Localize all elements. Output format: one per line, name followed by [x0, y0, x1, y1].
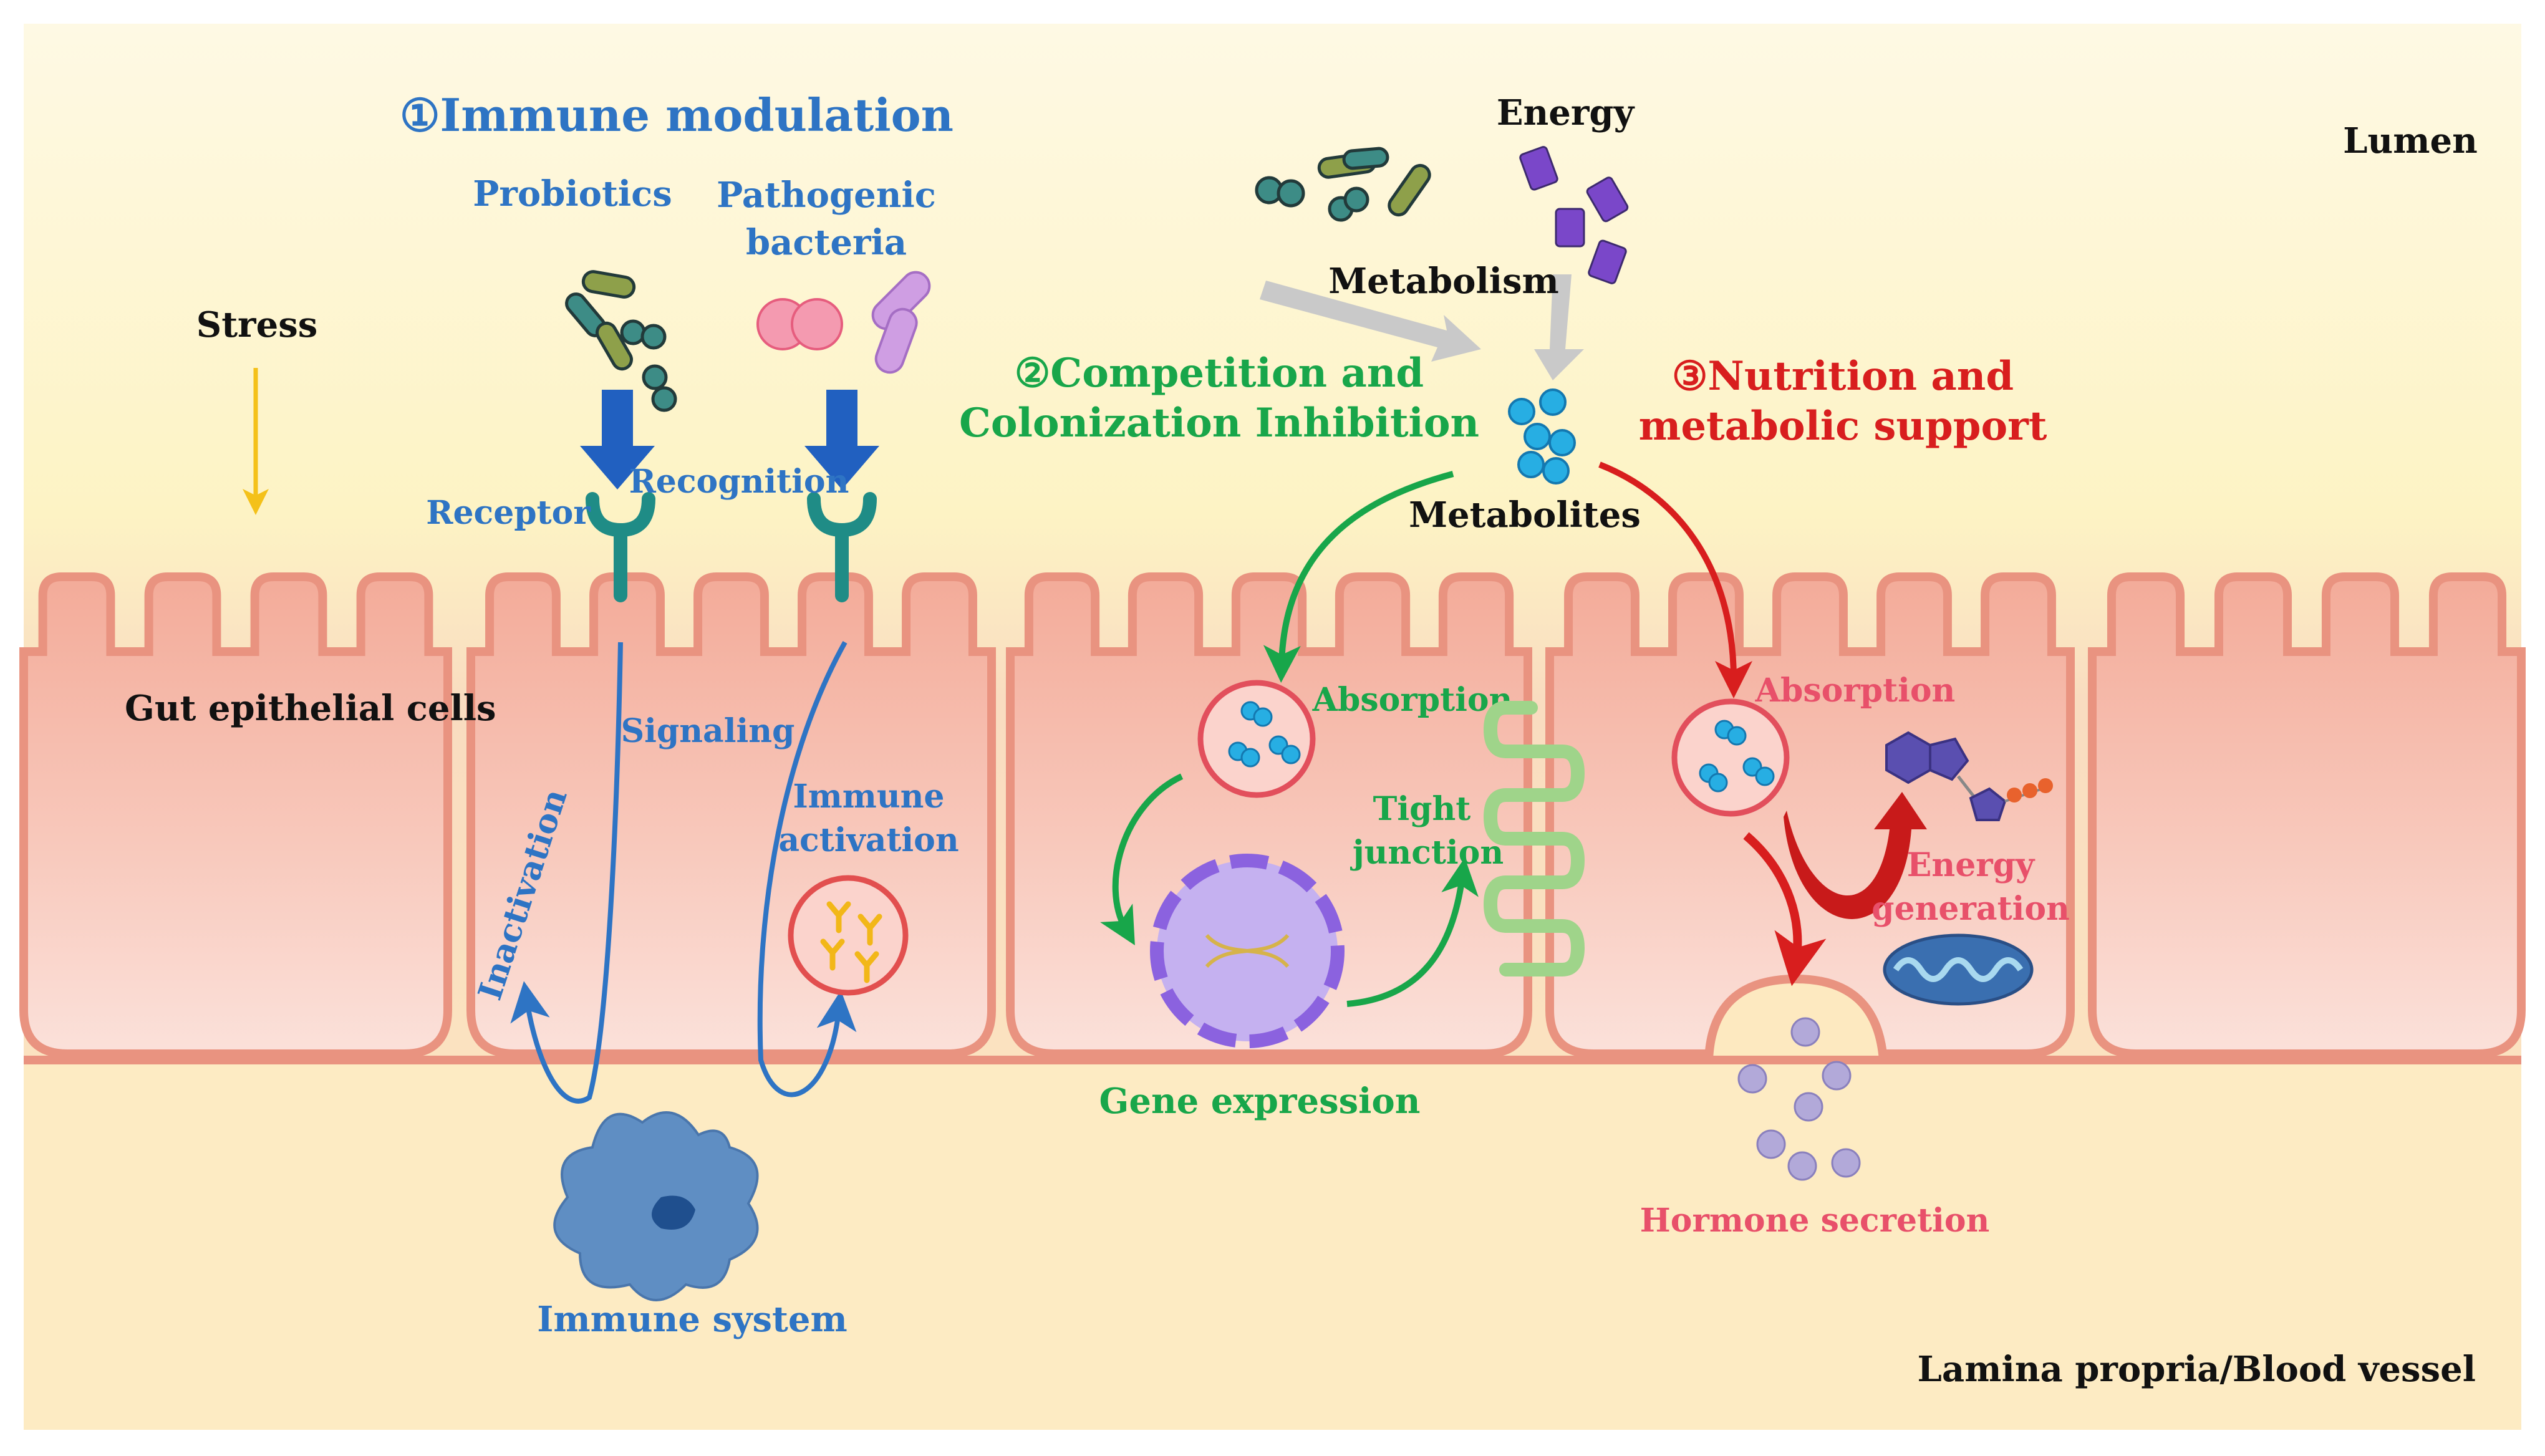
- section3-title-line1: ③Nutrition and: [1672, 353, 2014, 400]
- metabolite-to-cell2-arrow: [1263, 471, 1454, 683]
- absorption-label-3: Absorption: [1755, 672, 1956, 710]
- battery-icon: [1519, 146, 1629, 284]
- vesicle-to-nucleus-arrow: [1100, 773, 1184, 946]
- activation-signal-path: [757, 641, 857, 1097]
- signaling-label: Signaling: [621, 712, 795, 750]
- metabolism-arrow-left: [1260, 281, 1481, 362]
- epithelial-cell: [1545, 572, 2075, 1058]
- absorption-label-2: Absorption: [1312, 681, 1513, 719]
- gene-expression-label: Gene expression: [1099, 1081, 1421, 1122]
- epithelial-cell: [2088, 572, 2526, 1058]
- probiotics-label: Probiotics: [473, 173, 672, 215]
- antibody-vesicle-icon: [788, 875, 909, 996]
- top-bacteria-icon: [1255, 147, 1431, 222]
- epithelial-cell: [19, 572, 452, 1058]
- section2-title-line2: Colonization Inhibition: [959, 400, 1479, 446]
- energy-label: Energy: [1497, 92, 1635, 133]
- inactivation-signal-path: [510, 642, 623, 1104]
- vesicle-to-hormone-arrow: [1743, 832, 1827, 986]
- immune-activation-label-line1: Immune: [793, 778, 944, 816]
- energy-generation-label-line2: generation: [1871, 890, 2070, 928]
- mitochondria-icon: [1883, 933, 2034, 1006]
- section2-title-line1: ②Competition and: [1015, 350, 1424, 397]
- tight-junction-label-line1: Tight: [1373, 790, 1471, 828]
- metabolite-cluster-icon: [1508, 388, 1576, 485]
- immune-activation-label-line2: activation: [778, 821, 959, 859]
- probiotic-bacteria-icon: [565, 270, 677, 412]
- lumen-label: Lumen: [2343, 120, 2478, 162]
- recognition-label: Recognition: [629, 463, 849, 501]
- pathogenic-label-line1: Pathogenic: [717, 175, 936, 216]
- section3-title-line2: metabolic support: [1639, 403, 2047, 450]
- pathogen-icon: [756, 271, 931, 374]
- receptor-label: Receptor: [426, 494, 591, 532]
- energy-generation-label-line1: Energy: [1907, 846, 2036, 884]
- epithelial-label: Gut epithelial cells: [125, 688, 496, 729]
- metabolite-to-cell3-arrow: [1598, 461, 1752, 698]
- absorbed-metabolite-vesicle-2: [1197, 680, 1316, 798]
- hormone-granule-icon: [1737, 1017, 1861, 1181]
- immune-system-label: Immune system: [537, 1299, 848, 1340]
- metabolism-arrow-right: [1534, 274, 1584, 380]
- lamina-background: [24, 1060, 2521, 1430]
- receptor-icon: [586, 492, 877, 602]
- pathogenic-label-line2: bacteria: [746, 222, 907, 263]
- lamina-label: Lamina propria/Blood vessel: [1918, 1349, 2476, 1390]
- dna-nucleus-icon: [1150, 854, 1345, 1048]
- metabolites-label: Metabolites: [1409, 494, 1641, 536]
- hormone-secretion-label: Hormone secretion: [1640, 1202, 1990, 1240]
- epithelial-cell: [1006, 572, 1532, 1058]
- macrophage-icon: [553, 1111, 759, 1301]
- absorbed-metabolite-vesicle-3: [1671, 698, 1790, 817]
- nucleus-to-junction-arrow: [1346, 857, 1479, 1007]
- stress-label: Stress: [196, 304, 318, 345]
- tight-junction-icon: [1483, 701, 1585, 976]
- energy-generation-swoosh: [1784, 792, 1927, 919]
- pathogen-recognition-arrow: [804, 390, 879, 489]
- probiotic-recognition-arrow: [580, 390, 655, 489]
- metabolism-label: Metabolism: [1328, 261, 1559, 302]
- tight-junction-label-line2: junction: [1350, 834, 1504, 872]
- section1-title: ①Immune modulation: [400, 89, 954, 142]
- molecule-icon: [1885, 731, 2053, 821]
